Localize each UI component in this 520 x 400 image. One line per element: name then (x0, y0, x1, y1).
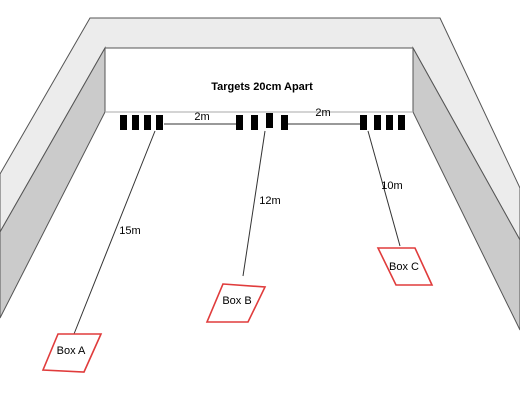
box-c-outline (376, 247, 434, 286)
box-c: Box C (376, 247, 434, 286)
distance-label-box-a: 15m (119, 225, 140, 237)
distance-label-box-c: 10m (381, 180, 402, 192)
box-a-outline (41, 333, 103, 373)
box-b-outline (205, 283, 267, 323)
target (251, 115, 258, 130)
box-c-label: Box C (389, 261, 419, 273)
target (360, 115, 367, 130)
target (398, 115, 405, 130)
target (266, 113, 273, 128)
target (281, 115, 288, 130)
target (156, 115, 163, 130)
target (386, 115, 393, 130)
target (374, 115, 381, 130)
target-group-right (360, 115, 405, 130)
walls (0, 17, 520, 331)
box-b: Box B (205, 283, 267, 323)
distance-line-box-c (367, 130, 401, 247)
target (132, 115, 139, 130)
box-a-label: Box A (57, 345, 86, 357)
box-b-label: Box B (222, 295, 251, 307)
target (236, 115, 243, 130)
target-group-left (120, 115, 163, 130)
distance-line-box-a (73, 130, 156, 335)
distance-line-box-b (242, 130, 266, 277)
diagram-title: Targets 20cm Apart (211, 81, 313, 93)
distance-label-box-b: 12m (259, 195, 280, 207)
target-group-middle (236, 113, 288, 130)
target (120, 115, 127, 130)
target (144, 115, 151, 130)
gap-label-left: 2m (194, 111, 209, 123)
box-a: Box A (41, 333, 103, 373)
wall-right-inner (412, 46, 520, 331)
gap-label-right: 2m (315, 107, 330, 119)
